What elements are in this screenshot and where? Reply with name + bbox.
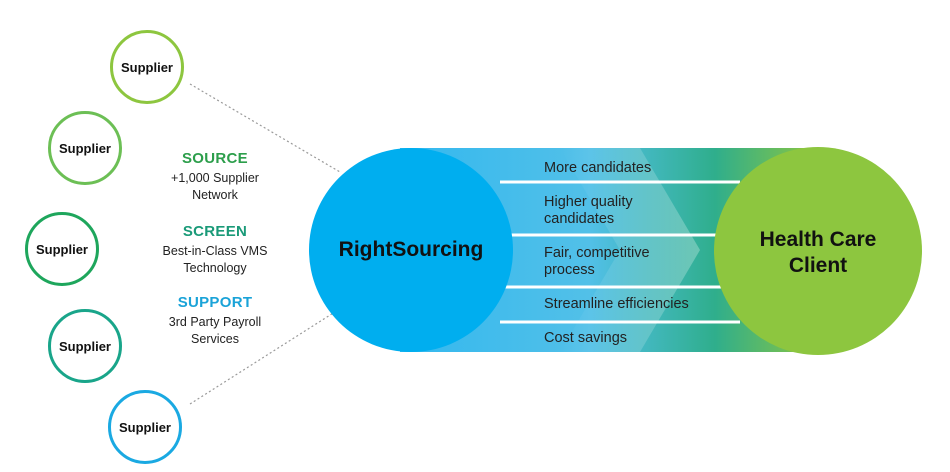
health-care-label: Health Care Client [714, 226, 922, 280]
benefit-higher-quality: Higher quality candidates [544, 194, 633, 228]
supplier-label: Supplier [58, 338, 111, 354]
supplier-node-2: Supplier [48, 111, 122, 185]
benefit-cost-savings: Cost savings [544, 330, 627, 347]
rightsourcing-label: RightSourcing [309, 230, 513, 270]
supplier-node-5: Supplier [108, 390, 182, 464]
stage-description: +1,000 Supplier Network [145, 170, 285, 204]
benefit-line: Higher quality [544, 194, 633, 210]
benefit-streamline: Streamline efficiencies [544, 296, 689, 313]
stage-desc-line: Services [191, 332, 239, 346]
stage-desc-line: Best-in-Class VMS [162, 244, 268, 258]
health-care-label-line: Client [788, 254, 848, 277]
supplier-label: Supplier [58, 140, 111, 156]
benefit-line: More candidates [544, 160, 652, 176]
supplier-label: Supplier [35, 241, 88, 257]
supplier-node-1: Supplier [110, 30, 184, 104]
supplier-label: Supplier [120, 59, 173, 75]
stage-screen: SCREEN Best-in-Class VMS Technology [145, 223, 285, 277]
stage-desc-line: 3rd Party Payroll [168, 315, 262, 329]
chevron-arrow [560, 148, 700, 352]
rightsourcing-circle [309, 148, 513, 352]
benefit-line: Streamline efficiencies [544, 296, 689, 312]
connector-top [189, 83, 341, 173]
rightsourcing-label-text: RightSourcing [338, 238, 484, 261]
stage-title: SCREEN [182, 223, 248, 240]
stage-desc-line: Technology [183, 261, 247, 275]
stage-source: SOURCE +1,000 Supplier Network [145, 150, 285, 204]
benefit-line: process [544, 262, 595, 278]
stage-description: 3rd Party Payroll Services [145, 314, 285, 348]
supplier-node-3: Supplier [25, 212, 99, 286]
stage-description: Best-in-Class VMS Technology [145, 243, 285, 277]
stage-support: SUPPORT 3rd Party Payroll Services [145, 294, 285, 348]
stage-title: SOURCE [182, 150, 248, 167]
benefit-more-candidates: More candidates [544, 160, 651, 177]
health-care-circle [714, 147, 922, 355]
stage-title: SUPPORT [177, 294, 253, 311]
stage-desc-line: +1,000 Supplier [171, 171, 259, 185]
supplier-label: Supplier [118, 419, 171, 435]
stage-desc-line: Network [192, 188, 238, 202]
benefit-fair-process: Fair, competitive process [544, 245, 650, 279]
supplier-node-4: Supplier [48, 309, 122, 383]
health-care-label-line: Health Care [759, 228, 877, 251]
benefit-line: Fair, competitive [544, 245, 650, 261]
benefit-line: Cost savings [544, 330, 628, 346]
benefit-line: candidates [544, 211, 615, 227]
